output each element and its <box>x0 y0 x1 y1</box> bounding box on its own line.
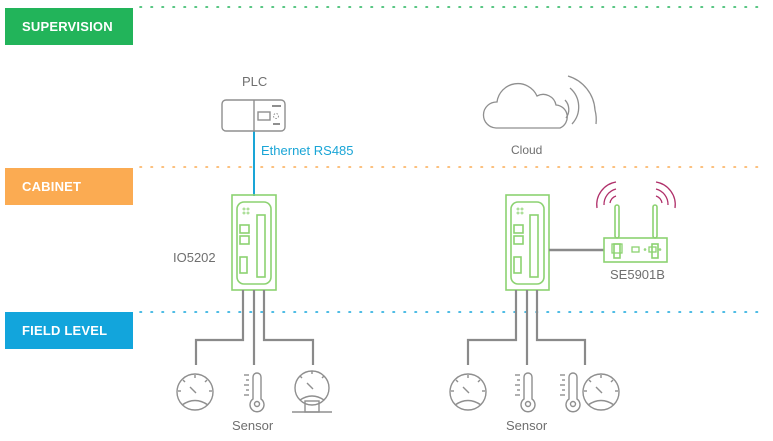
wifi-signal-icon <box>596 181 676 209</box>
plc-label: PLC <box>242 74 268 89</box>
sensor-group-label-left: Sensor <box>232 418 274 433</box>
pressure-gauge-icon <box>292 370 332 413</box>
thermometer-icon <box>515 372 536 413</box>
field-wiring-left <box>194 290 315 365</box>
field-wiring-right <box>466 290 587 365</box>
io-module-right-icon <box>505 194 550 291</box>
io-module-left-icon <box>231 194 277 291</box>
thermometer-icon <box>560 372 581 413</box>
gateway-router-icon <box>603 204 668 263</box>
sensor-group-label-right: Sensor <box>506 418 548 433</box>
level-badge-cabinet: CABINET <box>5 168 133 205</box>
gauge-icon <box>449 373 487 411</box>
plc-icon <box>221 99 286 132</box>
gauge-icon <box>582 373 620 411</box>
thermometer-icon <box>244 372 265 413</box>
io-module-label: IO5202 <box>173 250 216 265</box>
level-badge-field-level: FIELD LEVEL <box>5 312 133 349</box>
gauge-icon <box>176 373 214 411</box>
connection-label: Ethernet RS485 <box>261 143 354 158</box>
gateway-label: SE5901B <box>610 267 665 282</box>
level-badge-supervision: SUPERVISION <box>5 8 133 45</box>
cloud-icon <box>482 75 597 129</box>
cloud-label: Cloud <box>511 143 543 157</box>
